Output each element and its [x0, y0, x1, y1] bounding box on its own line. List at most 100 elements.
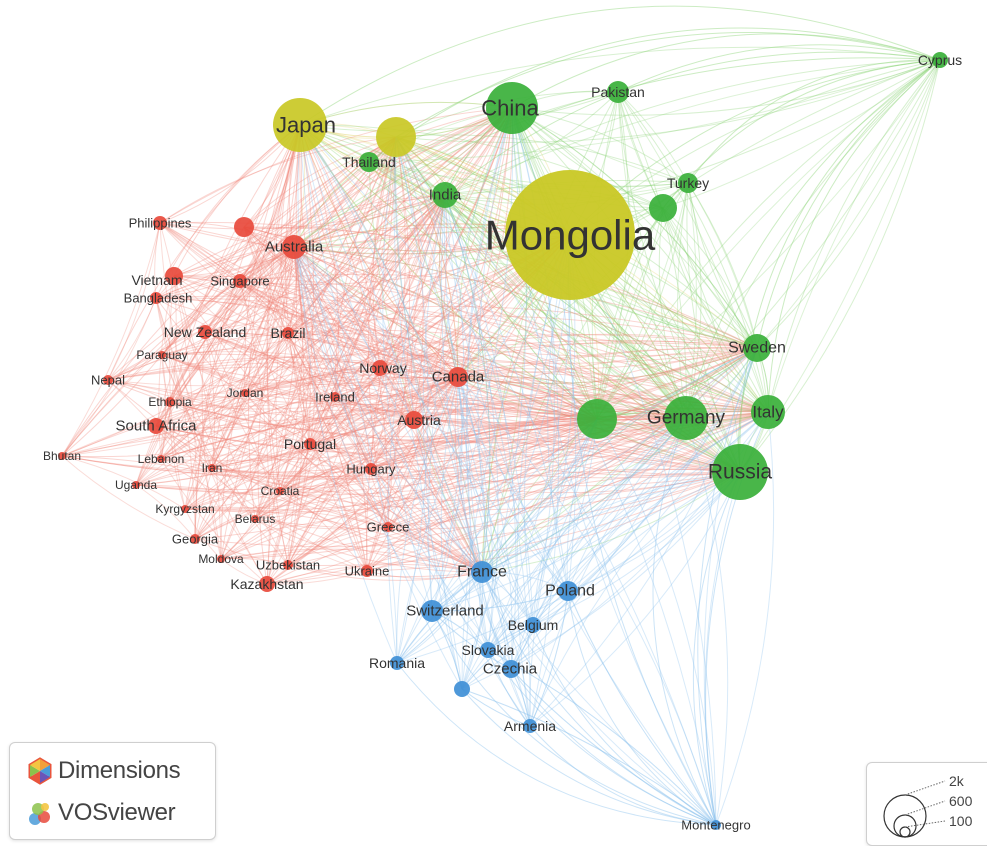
node-norway[interactable]: [372, 360, 388, 376]
network-link: [368, 59, 941, 163]
network-link: [444, 194, 517, 670]
network-link: [379, 367, 598, 420]
node-moldova[interactable]: [217, 555, 225, 563]
node-singapore[interactable]: [233, 274, 247, 288]
network-link: [299, 124, 512, 670]
node-cyprus[interactable]: [932, 52, 948, 68]
network-link: [617, 91, 687, 419]
node-georgia[interactable]: [190, 534, 200, 544]
node-blue-2[interactable]: [454, 681, 470, 697]
node-mongolia[interactable]: [505, 170, 635, 300]
network-link: [107, 379, 372, 470]
node-portugal[interactable]: [304, 438, 316, 450]
label-lebanon: Lebanon: [138, 452, 185, 466]
network-link: [155, 194, 446, 299]
node-turkey[interactable]: [678, 173, 698, 193]
node-bangladesh[interactable]: [150, 292, 162, 304]
node-sweden[interactable]: [743, 334, 771, 362]
network-link: [372, 136, 397, 369]
network-link: [160, 458, 268, 585]
network-link: [220, 417, 687, 560]
node-romania[interactable]: [390, 656, 404, 670]
label-moldova: Moldova: [198, 552, 244, 566]
node-germany[interactable]: [664, 396, 708, 440]
network-link: [135, 246, 295, 486]
network-link: [685, 182, 697, 419]
node-poland[interactable]: [558, 581, 578, 601]
node-jordan[interactable]: [241, 389, 249, 397]
network-link: [184, 124, 301, 510]
network-link: [169, 334, 758, 403]
label-nepal: Nepal: [91, 373, 125, 388]
node-belarus[interactable]: [251, 515, 259, 523]
network-link: [596, 182, 689, 420]
node-thailand[interactable]: [359, 152, 379, 172]
node-ethiopia[interactable]: [165, 397, 175, 407]
node-kazakhstan[interactable]: [259, 576, 275, 592]
node-uganda[interactable]: [132, 481, 140, 489]
node-italy[interactable]: [751, 395, 785, 429]
node-hungary[interactable]: [365, 463, 377, 475]
node-south-africa[interactable]: [148, 418, 164, 434]
node-iran[interactable]: [208, 464, 216, 472]
network-link: [370, 418, 598, 470]
network-link: [155, 297, 459, 378]
node-lebanon[interactable]: [157, 455, 165, 463]
node-russia[interactable]: [712, 444, 768, 500]
node-ireland[interactable]: [330, 392, 340, 402]
node-austria[interactable]: [405, 411, 423, 429]
vosviewer-brand[interactable]: VOSviewer: [26, 799, 176, 827]
network-link: [107, 246, 295, 381]
network-link: [169, 246, 295, 403]
network-link: [444, 91, 619, 196]
node-ukraine[interactable]: [361, 565, 373, 577]
node-czechia[interactable]: [502, 660, 520, 678]
node-japan[interactable]: [273, 98, 327, 152]
node-france[interactable]: [471, 561, 493, 583]
network-link: [244, 246, 295, 394]
node-brazil[interactable]: [282, 327, 294, 339]
node-red-2[interactable]: [234, 217, 254, 237]
node-nepal[interactable]: [103, 375, 113, 385]
network-link: [211, 376, 459, 469]
node-uzbekistan[interactable]: [283, 560, 293, 570]
network-link: [220, 246, 295, 560]
node-india[interactable]: [432, 182, 458, 208]
node-china[interactable]: [486, 82, 538, 134]
node-kyrgyzstan[interactable]: [181, 505, 189, 513]
label-armenia: Armenia: [504, 718, 556, 734]
dimensions-brand[interactable]: Dimensions: [26, 757, 181, 785]
network-link: [211, 418, 598, 474]
network-link: [135, 484, 196, 540]
node-switzerland[interactable]: [421, 600, 443, 622]
label-sweden: Sweden: [728, 340, 786, 357]
network-link: [254, 136, 397, 520]
node-australia[interactable]: [282, 235, 306, 259]
node-belgium[interactable]: [525, 617, 541, 633]
node-new-zealand[interactable]: [198, 325, 212, 339]
network-link: [254, 246, 298, 520]
node-greece[interactable]: [383, 522, 393, 532]
network-link: [309, 406, 687, 445]
node-philippines[interactable]: [153, 216, 167, 230]
node-green-3[interactable]: [577, 399, 617, 439]
network-link: [61, 455, 186, 510]
node-slovakia[interactable]: [480, 642, 496, 658]
node-bhutan[interactable]: [58, 452, 66, 460]
node-canada[interactable]: [448, 367, 468, 387]
legend-label-100: 100: [949, 813, 973, 829]
node-vietnam[interactable]: [165, 267, 183, 285]
node-yellow-2[interactable]: [376, 117, 416, 157]
node-green-2[interactable]: [649, 194, 677, 222]
node-paraguay[interactable]: [158, 351, 166, 359]
network-link: [107, 379, 171, 403]
node-montenegro[interactable]: [711, 820, 721, 830]
node-armenia[interactable]: [523, 719, 537, 733]
node-croatia[interactable]: [276, 487, 284, 495]
network-link: [299, 124, 459, 378]
network-link: [299, 124, 769, 413]
network-link: [279, 194, 446, 492]
network-link: [334, 194, 446, 398]
node-pakistan[interactable]: [607, 81, 629, 103]
